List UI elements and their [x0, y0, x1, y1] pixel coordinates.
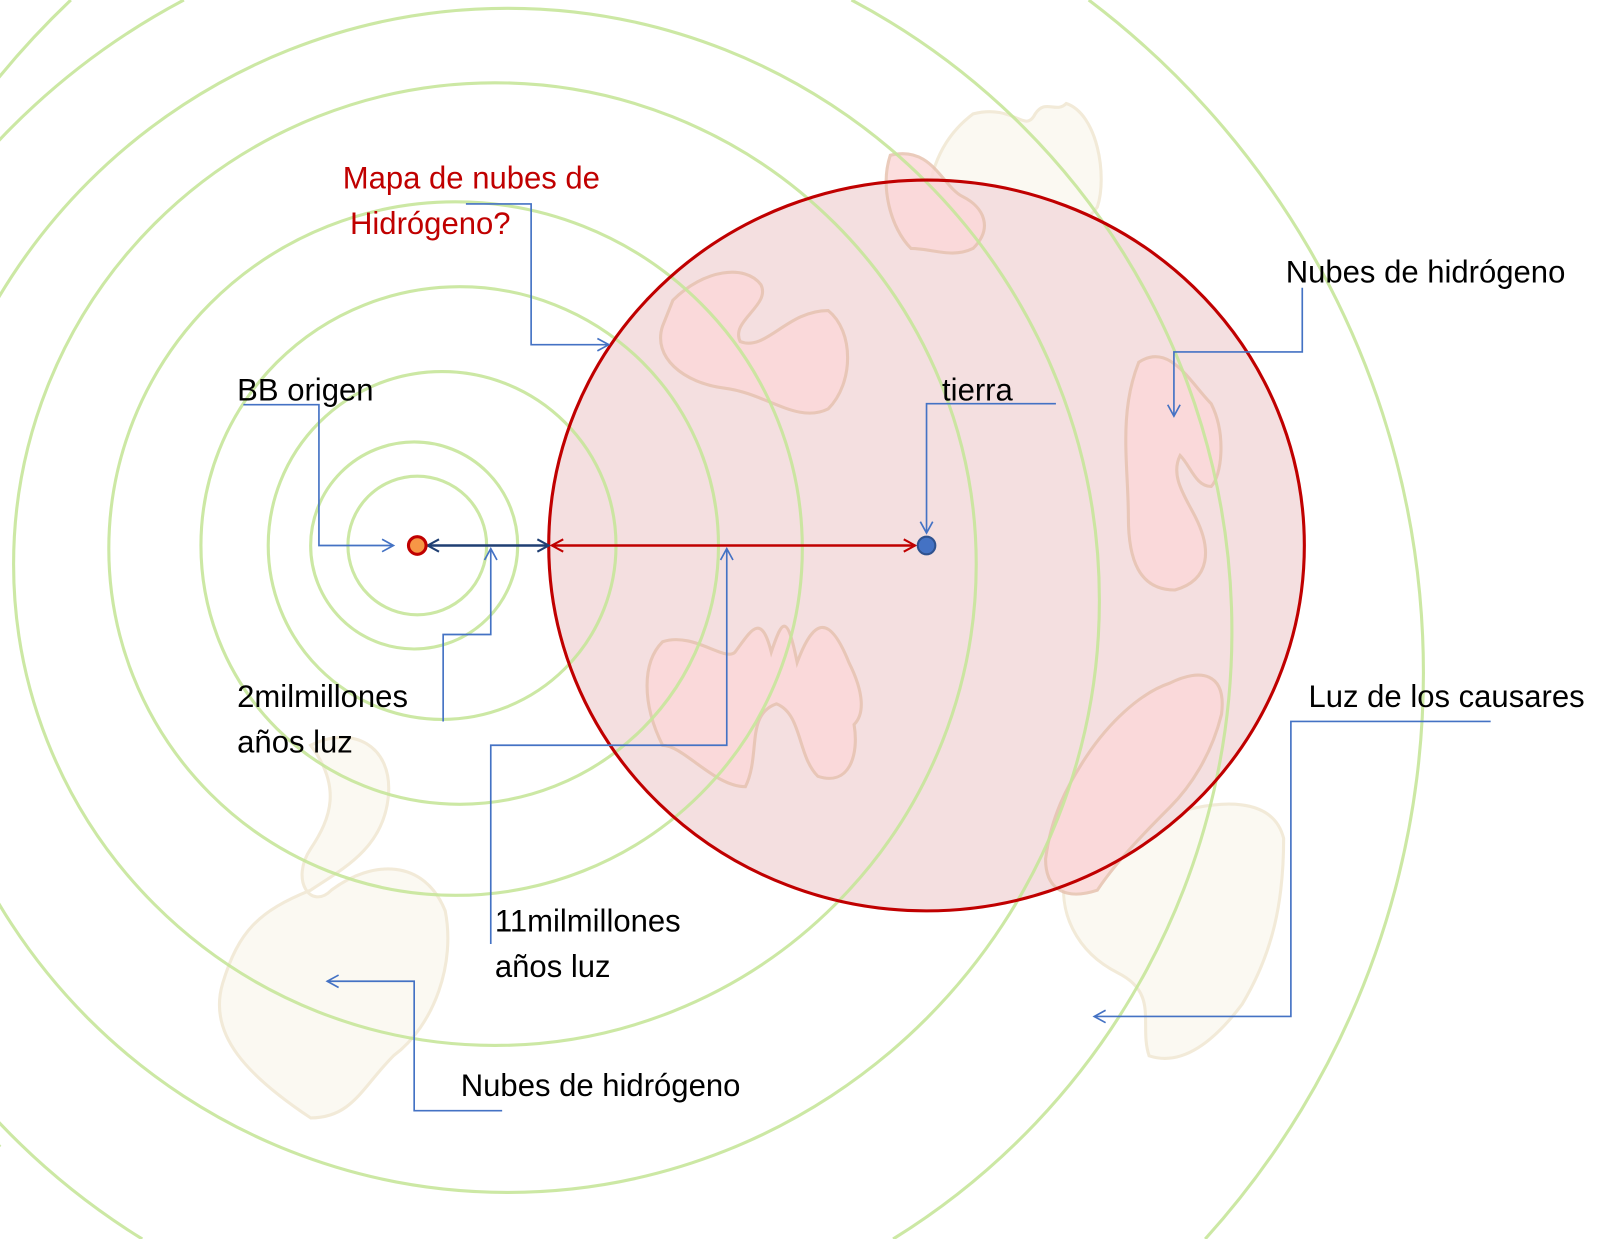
- connector-11bn: [489, 546, 734, 945]
- map-question-line1: Mapa de nubes de: [343, 160, 600, 195]
- earth-label: tierra: [942, 373, 1013, 408]
- connectors: [243, 203, 1491, 1112]
- earth-dot: [916, 535, 937, 556]
- connector-map: [465, 203, 611, 352]
- cloud-shape: [884, 152, 986, 255]
- big-bang-origin-dot: [406, 535, 428, 556]
- cloud-shape: [659, 270, 850, 415]
- connector-clouds-bottom: [325, 974, 503, 1112]
- connector-2bn: [442, 546, 498, 722]
- hydrogen-clouds-bottom-label: Nubes de hidrógeno: [461, 1068, 741, 1103]
- ring-arc-right: [850, 0, 1234, 1239]
- hydrogen-clouds-top-label: Nubes de hidrógeno: [1286, 255, 1566, 290]
- eleven-billion-line1: 11milmillones: [495, 904, 681, 939]
- cloud-shape: [217, 735, 450, 1120]
- two-billion-line2: años luz: [237, 725, 353, 760]
- ring-arc-right: [1087, 0, 1425, 1239]
- quasar-light-label: Luz de los causares: [1308, 679, 1584, 714]
- hydrogen-clouds-inside: [645, 152, 1224, 896]
- ring-arc-left: [0, 0, 72, 1147]
- connector-bb-origin: [243, 403, 396, 553]
- ring: [12, 81, 978, 1047]
- two-billion-line1: 2milmillones: [237, 679, 408, 714]
- bb-origin-label: BB origen: [237, 373, 373, 408]
- eleven-billion-line2: años luz: [495, 949, 611, 984]
- cloud-shape: [1044, 673, 1224, 896]
- ring: [0, 6, 1101, 1194]
- connector-earth: [919, 402, 1056, 535]
- connector-quasar-light: [1092, 720, 1491, 1024]
- ring-arc-left: [0, 0, 185, 1239]
- cloud-shape: [645, 624, 863, 789]
- connector-clouds-top: [1166, 287, 1304, 418]
- map-question-line2: Hidrógeno?: [350, 206, 511, 241]
